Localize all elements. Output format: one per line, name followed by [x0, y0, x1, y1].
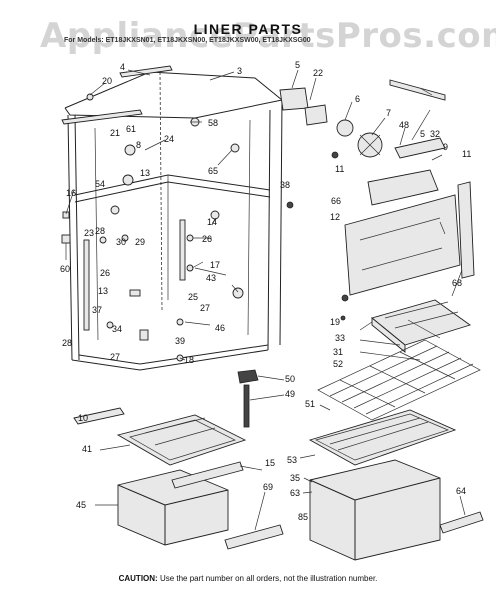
callout-16: 16	[66, 188, 76, 198]
callout-19: 19	[330, 317, 340, 327]
callout-61: 61	[126, 124, 136, 134]
callout-58: 58	[208, 118, 218, 128]
callout-13: 13	[98, 286, 108, 296]
callout-5: 5	[420, 129, 425, 139]
callout-11: 11	[462, 149, 471, 159]
callout-51: 51	[305, 399, 315, 409]
callout-6: 6	[355, 94, 360, 104]
callout-9: 9	[443, 142, 448, 152]
callout-34: 34	[112, 324, 122, 334]
shelf-support-post	[237, 369, 259, 428]
ice-tray	[371, 299, 472, 353]
diagram-title: LINER PARTS	[193, 21, 303, 37]
callout-60: 60	[60, 264, 70, 274]
callout-7: 7	[386, 108, 391, 118]
callout-38: 38	[280, 180, 290, 190]
callout-14: 14	[207, 217, 217, 227]
callout-8: 8	[136, 140, 141, 150]
callout-50: 50	[285, 374, 295, 384]
crisper-drawer-right	[309, 459, 484, 561]
callout-13: 13	[140, 168, 150, 178]
evaporator-fan-parts	[279, 79, 446, 209]
leader-lines	[65, 69, 466, 531]
caution-prefix: CAUTION:	[118, 574, 158, 583]
callout-45: 45	[76, 500, 86, 510]
callout-64: 64	[456, 486, 466, 496]
callout-22: 22	[313, 68, 323, 78]
callout-53: 53	[287, 455, 297, 465]
callout-27: 27	[200, 303, 210, 313]
model-list: For Models: ET18JKXSN01, ET18JKXSN00, ET…	[64, 37, 311, 44]
callout-68: 68	[452, 278, 462, 288]
glass-shelf	[308, 409, 457, 466]
callout-15: 15	[265, 458, 275, 468]
callout-28: 28	[62, 338, 72, 348]
callout-26: 26	[100, 268, 110, 278]
callout-63: 63	[290, 488, 300, 498]
callout-46: 46	[215, 323, 225, 333]
callout-5: 5	[295, 60, 300, 70]
callout-39: 39	[175, 336, 185, 346]
callout-labels: 4 3 20 5 22 6 21 61 8 58 24 7 48 5 32 9 …	[60, 60, 471, 522]
crisper-cover-left	[73, 407, 247, 466]
callout-29: 29	[135, 237, 145, 247]
watermark: AppliancePartsPros.com	[40, 16, 496, 56]
callout-4: 4	[120, 62, 125, 72]
callout-65: 65	[208, 166, 218, 176]
callout-32: 32	[430, 129, 440, 139]
liner-cabinet	[61, 65, 283, 371]
callout-35: 35	[290, 473, 300, 483]
callout-33: 33	[335, 333, 345, 343]
wire-shelf	[317, 339, 481, 421]
callout-37: 37	[92, 305, 102, 315]
callout-66: 66	[331, 196, 341, 206]
callout-21: 21	[110, 128, 120, 138]
callout-41: 41	[82, 444, 92, 454]
callout-25: 25	[188, 292, 198, 302]
callout-31: 31	[333, 347, 343, 357]
callout-12: 12	[330, 212, 340, 222]
callout-49: 49	[285, 389, 295, 399]
callout-20: 20	[102, 76, 112, 86]
back-panel	[340, 181, 475, 321]
callout-54: 54	[95, 179, 105, 189]
callout-10: 10	[78, 413, 88, 423]
callout-28: 28	[95, 226, 105, 236]
callout-24: 24	[164, 134, 174, 144]
caution-note: CAUTION: Use the part number on all orde…	[0, 574, 496, 583]
caution-text: Use the part number on all orders, not t…	[159, 574, 378, 583]
crisper-drawer-left	[117, 461, 284, 550]
callout-85: 85	[298, 512, 308, 522]
callout-43: 43	[206, 273, 216, 283]
callout-3: 3	[237, 66, 242, 76]
callout-26: 26	[202, 234, 212, 244]
callout-48: 48	[399, 120, 409, 130]
callout-11: 11	[335, 164, 344, 174]
callout-27: 27	[110, 352, 120, 362]
callout-17: 17	[210, 260, 220, 270]
callout-23: 23	[84, 228, 94, 238]
callout-52: 52	[333, 359, 343, 369]
callout-69: 69	[263, 482, 273, 492]
callout-30: 30	[116, 237, 126, 247]
callout-18: 18	[184, 355, 194, 365]
